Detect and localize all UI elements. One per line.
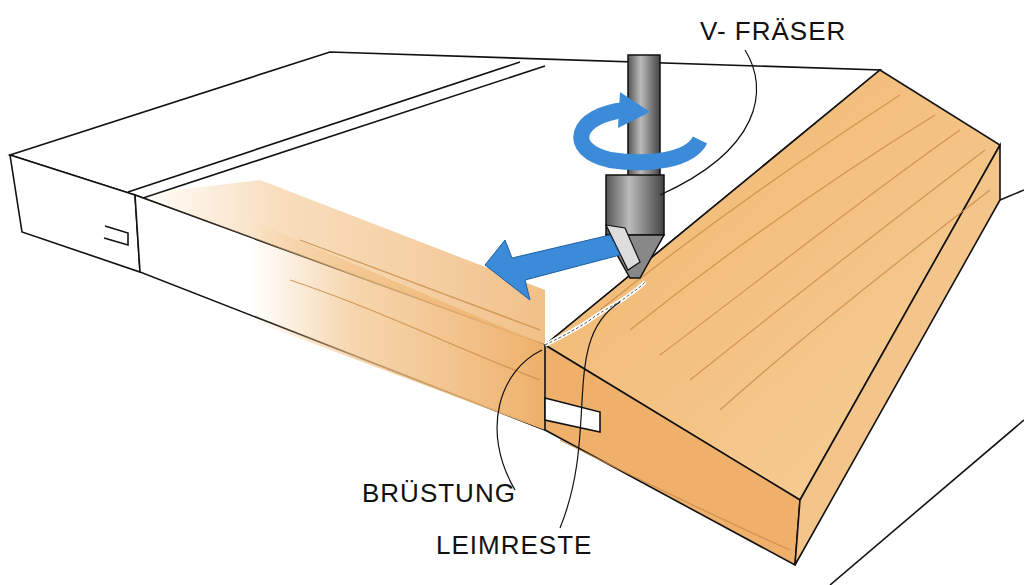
callout-label: LEIMRESTE: [436, 532, 592, 558]
board-outlines: [10, 52, 1024, 585]
callout-label: BRÜSTUNG: [362, 480, 516, 506]
glue-residue-outline: [545, 282, 645, 345]
callout-label: V- FRÄSER: [700, 18, 846, 44]
wood-grain: [290, 95, 990, 550]
leader-lines: [497, 50, 757, 528]
feed-arrow: [485, 235, 620, 300]
rotation-arrowhead: [618, 92, 650, 128]
rotation-arrow: [581, 110, 700, 162]
glue-residue: [545, 282, 645, 345]
